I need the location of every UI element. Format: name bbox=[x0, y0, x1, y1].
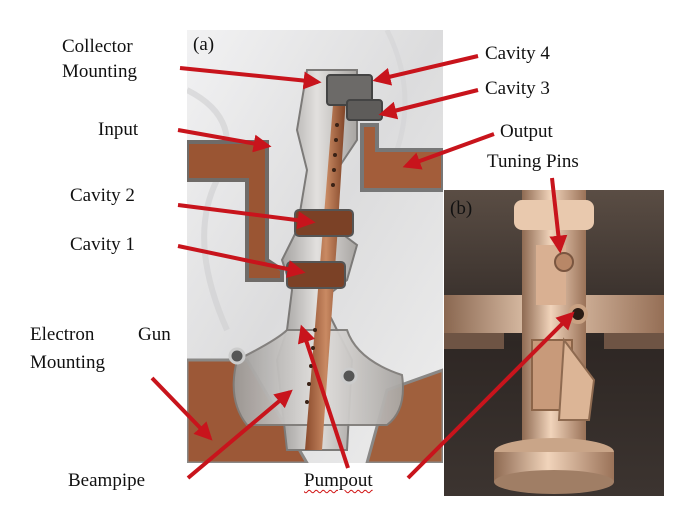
label-cavity-2: Cavity 2 bbox=[70, 185, 135, 206]
label-electron-gun-word2: Gun bbox=[138, 324, 171, 345]
photo-a-klystron-cutaway: (a) bbox=[187, 30, 443, 463]
panel-a-tag: (a) bbox=[193, 34, 215, 55]
label-collector-mounting-line2: Mounting bbox=[62, 61, 137, 82]
label-electron-gun-word1: Electron bbox=[30, 324, 95, 345]
label-input: Input bbox=[98, 119, 139, 140]
label-beampipe: Beampipe bbox=[68, 470, 146, 491]
label-cavity-1: Cavity 1 bbox=[70, 234, 135, 255]
panel-b-tag: (b) bbox=[450, 198, 473, 219]
label-cavity-3: Cavity 3 bbox=[485, 78, 550, 99]
label-cavity-4: Cavity 4 bbox=[485, 43, 550, 64]
label-collector-mounting-line1: Collector bbox=[62, 36, 133, 57]
photo-a-illustration bbox=[187, 30, 443, 463]
label-tuning-pins: Tuning Pins bbox=[487, 151, 579, 172]
photo-b-illustration bbox=[444, 190, 664, 496]
label-output: Output bbox=[500, 121, 553, 142]
label-pumpout: Pumpout bbox=[304, 470, 373, 491]
label-electron-gun-line2: Mounting bbox=[30, 352, 105, 373]
photo-b-printed-model: (b) bbox=[444, 190, 664, 496]
